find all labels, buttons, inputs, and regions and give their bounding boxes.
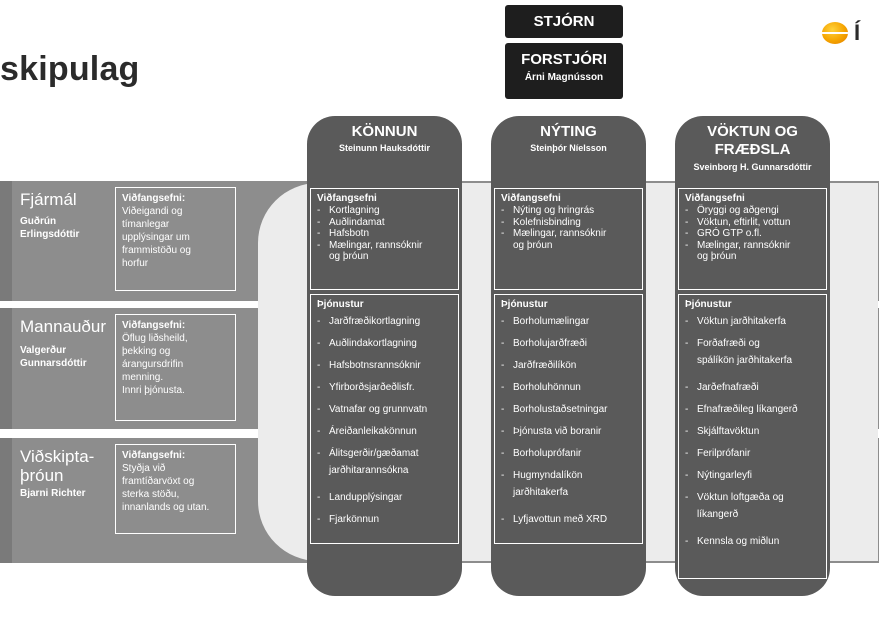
topics-box: Viðfangsefni -Kortlagning -Auðlindamat -… (310, 188, 459, 290)
topics-box: Viðfangsefni -Nýting og hringrás -Kolefn… (494, 188, 643, 290)
ceo-name: Árni Magnússon (524, 72, 604, 83)
ceo-box: FORSTJÓRI Árni Magnússon (505, 43, 623, 99)
band-name: Mannauður (20, 317, 107, 336)
board-box: STJÓRN (505, 5, 623, 38)
logo: Í (822, 20, 860, 46)
column-konnun: KÖNNUN Steinunn Hauksdóttir Viðfangsefni… (307, 116, 462, 596)
services-box: Þjónustur -Vöktun jarðhitakerfa -Forðafr… (678, 294, 827, 579)
topics-box: Viðfangsefni -Öryggi og aðgengi -Vöktun,… (678, 188, 827, 290)
band-name: Fjármál (20, 190, 77, 209)
column-title: NÝTING (540, 123, 597, 140)
services-box: Þjónustur -Borholumælingar -Borholujarðf… (494, 294, 643, 544)
column-lead: Steinunn Hauksdóttir (338, 143, 430, 153)
logo-icon (822, 22, 848, 44)
column-lead: Steinþór Níelsson (530, 143, 607, 153)
column-nyting: NÝTING Steinþór Níelsson Viðfangsefni -N… (491, 116, 646, 596)
ceo-title: FORSTJÓRI (521, 51, 607, 68)
column-lead: Sveinborg H. Gunnarsdóttir (693, 162, 812, 172)
band-person: Bjarni Richter (20, 488, 86, 499)
logo-text: Í (854, 20, 861, 45)
band-name: Viðskipta-þróun (20, 447, 95, 485)
page-title: skipulag (0, 50, 140, 88)
services-box: Þjónustur -Jarðfræðikortlagning -Auðlind… (310, 294, 459, 544)
column-title: KÖNNUN (351, 123, 418, 140)
band-topic-box: Viðfangsefni: Öflug liðsheild,þekking og… (115, 314, 236, 421)
